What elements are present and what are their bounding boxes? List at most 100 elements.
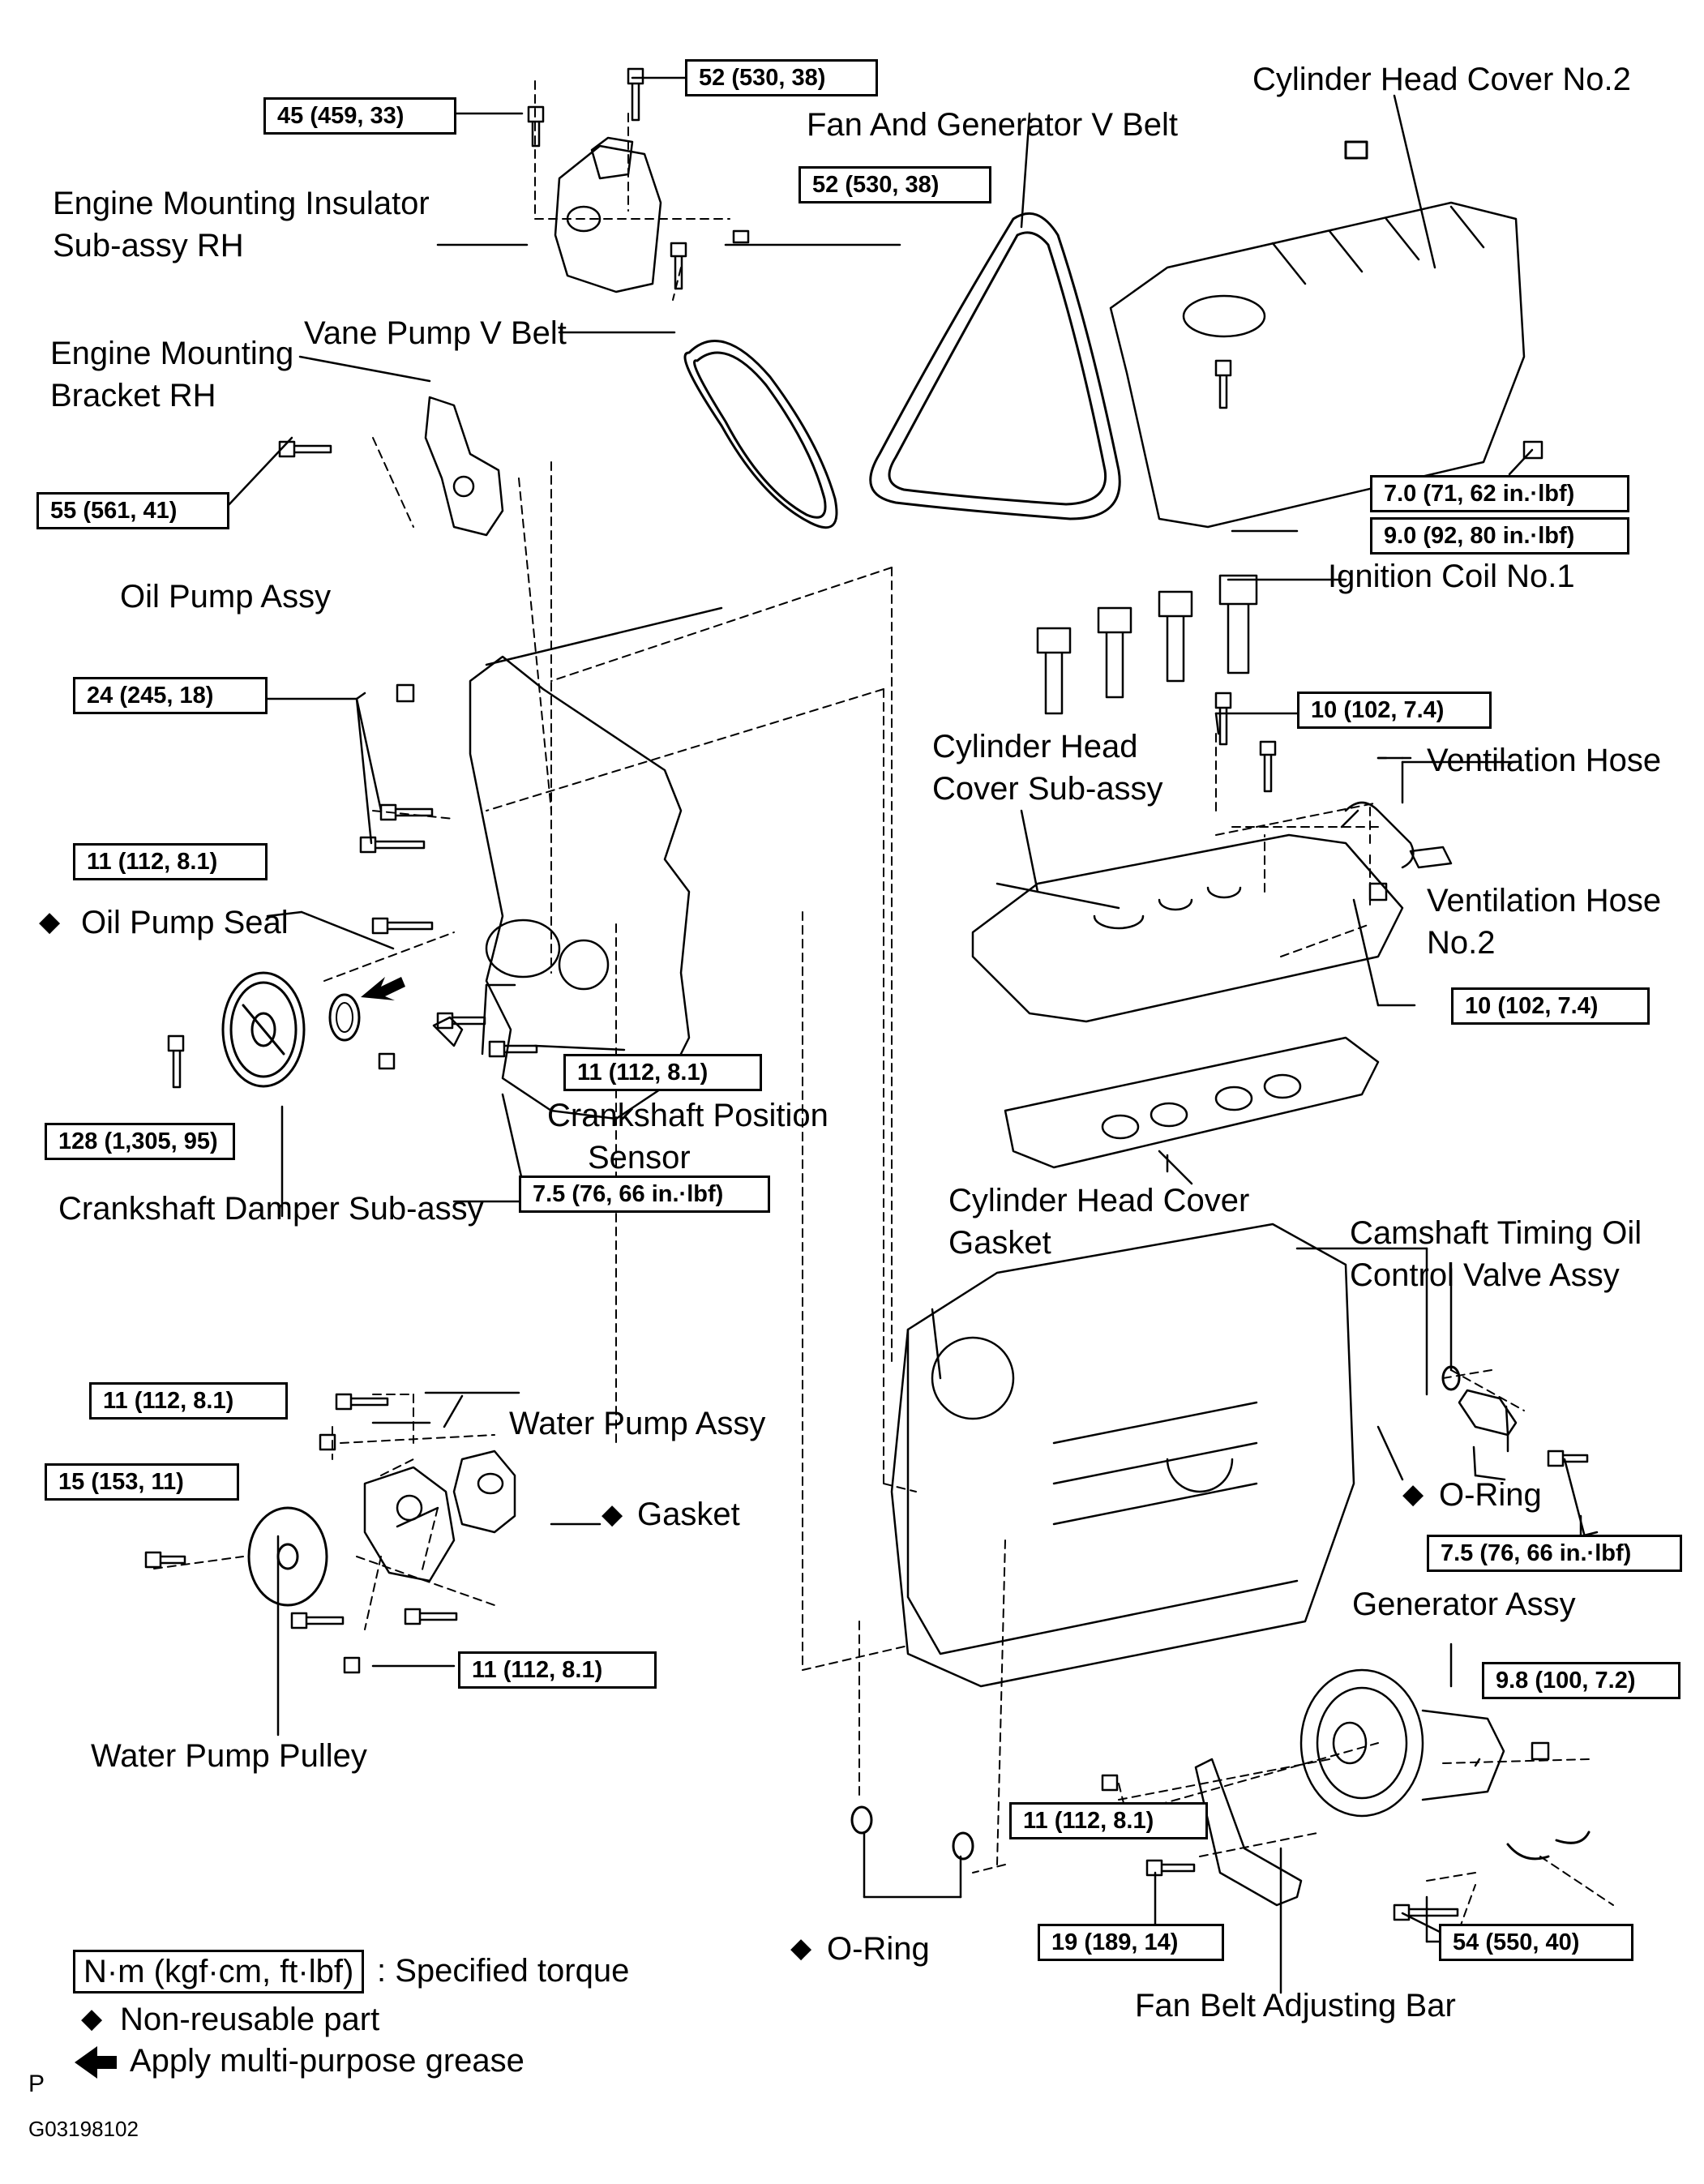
bolt-icon [167,1034,185,1089]
diamond-icon: ◆ [39,906,61,937]
legend-unit-description: : Specified torque [377,1953,630,1989]
generator-assy-part [1299,1668,1505,1818]
legend-nonreusable: Non-reusable part [120,2002,380,2037]
bolt-icon [488,1040,538,1058]
label-line: Gasket [948,1225,1051,1261]
camshaft-timing-valve-label: Camshaft Timing Oil Control Valve Assy [1350,1212,1642,1296]
label-line: Sensor [588,1140,691,1176]
bolt-icon [144,1551,186,1569]
oil-pump-assy-part [469,655,691,1120]
torque-spec-box: 15 (153, 11) [45,1463,239,1501]
bolt-icon [404,1608,458,1625]
water-pump-pulley-part [247,1506,328,1607]
torque-spec-box: 128 (1,305, 95) [45,1123,235,1160]
cylinder-head-cover-gasket-part [1004,1036,1380,1169]
torque-spec-box: 7.0 (71, 62 in.·lbf) [1370,475,1629,512]
camshaft-timing-valve-part [1458,1389,1518,1437]
fan-generator-v-belt-label: Fan And Generator V Belt [807,107,1179,143]
label-line: Cylinder Head [932,729,1138,764]
engine-mounting-bracket-part [424,396,504,537]
ventilation-hose-label: Ventilation Hose [1427,743,1662,778]
bolt-icon [371,917,434,935]
cylinder-head-cover-gasket-label: Cylinder Head Cover Gasket [948,1180,1249,1264]
legend-unit-box: N·m (kgf·cm, ft·lbf) [73,1950,365,1993]
torque-spec-box: 7.5 (76, 66 in.·lbf) [519,1176,770,1213]
crankshaft-position-sensor-label: Crankshaft Position Sensor [547,1094,828,1179]
oil-pump-seal-label: Oil Pump Seal [81,905,289,940]
cylinder-head-cover-no2-label: Cylinder Head Cover No.2 [1252,62,1631,97]
cylinder-head-cover-no2-part [1109,201,1526,529]
water-pump-assy-part [363,1466,456,1582]
gasket-part [452,1450,516,1534]
label-line: Camshaft Timing Oil [1350,1215,1642,1251]
label-line: Cover Sub-assy [932,771,1163,807]
ventilation-hose-no2-label: Ventilation Hose No.2 [1427,880,1661,964]
ventilation-hose-part [1340,801,1415,869]
bolt-icon [1531,1741,1550,1761]
bolt-icon [278,440,332,458]
bolt-icon [396,683,415,703]
bolt-icons [144,67,1589,1921]
bolt-icon [1145,1859,1196,1877]
figure-code: G03198102 [28,2117,139,2141]
torque-spec-box: 9.8 (100, 7.2) [1482,1662,1680,1699]
torque-spec-box: 11 (112, 8.1) [89,1382,288,1420]
bolt-icon [1101,1774,1119,1792]
label-line: Bracket RH [50,378,216,413]
engine-mounting-insulator-part [554,136,662,293]
label-line: Cylinder Head Cover [948,1183,1250,1218]
diamond-icon: ◆ [81,2003,103,2034]
bolt-icon [379,803,434,821]
water-pump-assy-label: Water Pump Assy [509,1406,766,1441]
torque-spec-box: 52 (530, 38) [798,166,991,203]
torque-spec-box: 9.0 (92, 80 in.·lbf) [1370,517,1629,555]
ignition-coil-parts [1036,574,1258,715]
torque-spec-box: 11 (112, 8.1) [458,1651,657,1689]
torque-spec-box: 55 (561, 41) [36,492,229,529]
bolt-icon [1393,1904,1459,1921]
diamond-icon: ◆ [1402,1479,1424,1510]
torque-spec-box: 19 (189, 14) [1038,1924,1224,1961]
torque-spec-box: 45 (459, 33) [263,97,456,135]
bolt-icon [1214,692,1232,746]
torque-spec-box: 10 (102, 7.4) [1297,692,1492,729]
torque-spec-box: 54 (550, 40) [1439,1924,1633,1961]
fan-belt-adjusting-bar-part [1194,1758,1303,1907]
diamond-icon: ◆ [790,1933,812,1963]
fan-generator-v-belt-part [869,212,1121,520]
diamond-icon: ◆ [602,1499,623,1530]
vane-pump-v-belt-label: Vane Pump V Belt [304,315,567,351]
torque-spec-box: 52 (530, 38) [685,59,878,96]
cylinder-head-cover-subassy-label: Cylinder Head Cover Sub-assy [932,726,1163,810]
oil-pump-assy-label: Oil Pump Assy [120,579,332,615]
o-ring-part [1441,1365,1461,1391]
oil-pump-seal-inner [336,1002,353,1033]
oil-pump-seal-part [328,993,361,1042]
crankshaft-position-sensor-part [432,1016,464,1047]
engine-mounting-insulator-label: Engine Mounting Insulator Sub-assy RH [53,182,430,267]
bolt-icon [1522,440,1543,460]
engine-mounting-bracket-label: Engine Mounting Bracket RH [50,332,293,417]
label-line: No.2 [1427,925,1496,961]
bolt-icon [1259,740,1277,793]
bolt-icon [527,105,545,148]
bolt-icon [732,229,750,244]
bolt-icon [335,1393,389,1411]
o-ring-bottom-label: O-Ring [827,1931,930,1967]
torque-spec-box: 11 (112, 8.1) [563,1054,762,1091]
fan-belt-adjusting-bar-label: Fan Belt Adjusting Bar [1135,1988,1456,2023]
o-ring-part [850,1805,873,1835]
o-ring-right-label: O-Ring [1439,1477,1542,1513]
crankshaft-damper-part [221,971,306,1088]
label-line: Engine Mounting [50,336,294,371]
label-line: Engine Mounting Insulator [53,186,430,221]
gasket-label: Gasket [637,1497,740,1532]
bolt-icon [670,242,687,290]
bolt-icon [1547,1450,1589,1467]
dashed-lines [153,80,1614,1930]
o-ring-part [952,1831,974,1861]
torque-spec-box: 11 (112, 8.1) [1009,1802,1208,1839]
bolt-icon [319,1433,336,1451]
legend-grease: Apply multi-purpose grease [130,2043,524,2079]
